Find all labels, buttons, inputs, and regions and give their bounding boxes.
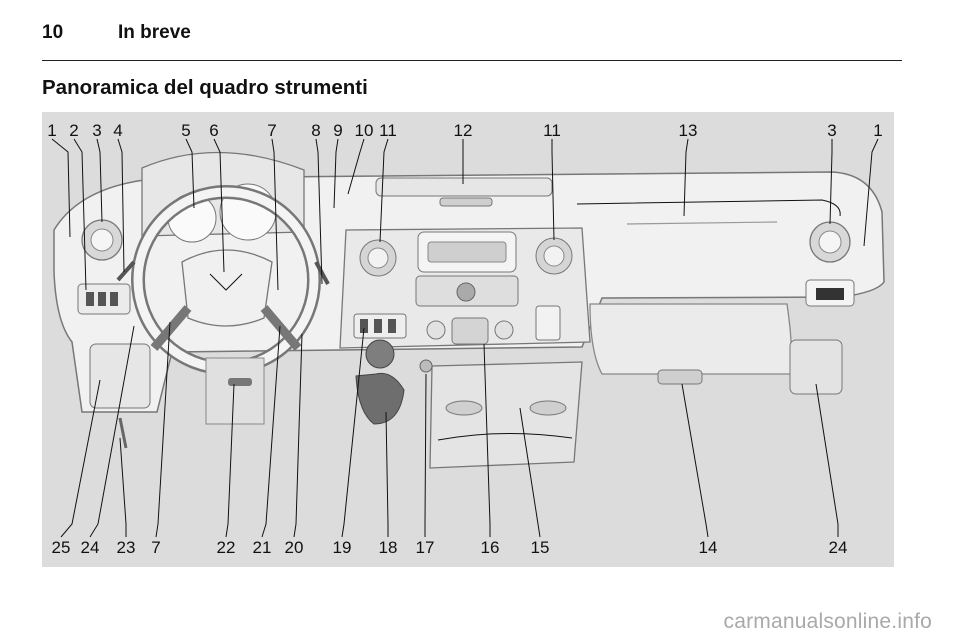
callout-label: 9: [333, 121, 342, 140]
callout-label: 3: [827, 121, 836, 140]
callout-label: 23: [117, 538, 136, 557]
page-header: 10 In breve: [42, 20, 902, 61]
callout-label: 7: [151, 538, 160, 557]
callout-label: 22: [217, 538, 236, 557]
callout-label: 1: [873, 121, 882, 140]
callout-label: 6: [209, 121, 218, 140]
callout-label: 18: [379, 538, 398, 557]
callout-label: 5: [181, 121, 190, 140]
callout-label: 25: [52, 538, 71, 557]
callout-label: 17: [416, 538, 435, 557]
callout-label: 19: [333, 538, 352, 557]
callout-label: 21: [253, 538, 272, 557]
callout-label: 7: [267, 121, 276, 140]
running-head: In breve: [118, 22, 191, 43]
top-leader-lines: [51, 138, 879, 291]
callout-label: 8: [311, 121, 320, 140]
callout-label: 2: [69, 121, 78, 140]
top-callouts: 1 2 3 4 5 6 7 8 9 10 11 12 11 13 3 1: [47, 121, 882, 140]
callout-label: 13: [679, 121, 698, 140]
callout-label: 11: [379, 121, 397, 140]
callout-label: 14: [699, 538, 718, 557]
callout-label: 24: [81, 538, 100, 557]
callout-label: 11: [543, 121, 561, 140]
callout-label: 16: [481, 538, 500, 557]
callout-label: 3: [92, 121, 101, 140]
section-title: Panoramica del quadro strumenti: [42, 76, 368, 99]
callout-label: 24: [829, 538, 848, 557]
callout-label: 4: [113, 121, 122, 140]
dashboard-figure: 1 2 3 4 5 6 7 8 9 10 11 12 11 13 3 1 25 …: [42, 112, 894, 567]
page-number: 10: [42, 22, 64, 43]
callout-label: 20: [285, 538, 304, 557]
callout-label: 1: [47, 121, 56, 140]
callout-label: 15: [531, 538, 550, 557]
bottom-callouts: 25 24 23 7 22 21 20 19 18 17 16 15 14 24: [52, 538, 848, 557]
watermark: carmanualsonline.info: [723, 610, 932, 633]
callout-label: 10: [355, 121, 374, 140]
callout-label: 12: [454, 121, 473, 140]
bottom-leader-lines: [60, 321, 839, 538]
dashboard-illustration: 1 2 3 4 5 6 7 8 9 10 11 12 11 13 3 1 25 …: [47, 121, 885, 557]
